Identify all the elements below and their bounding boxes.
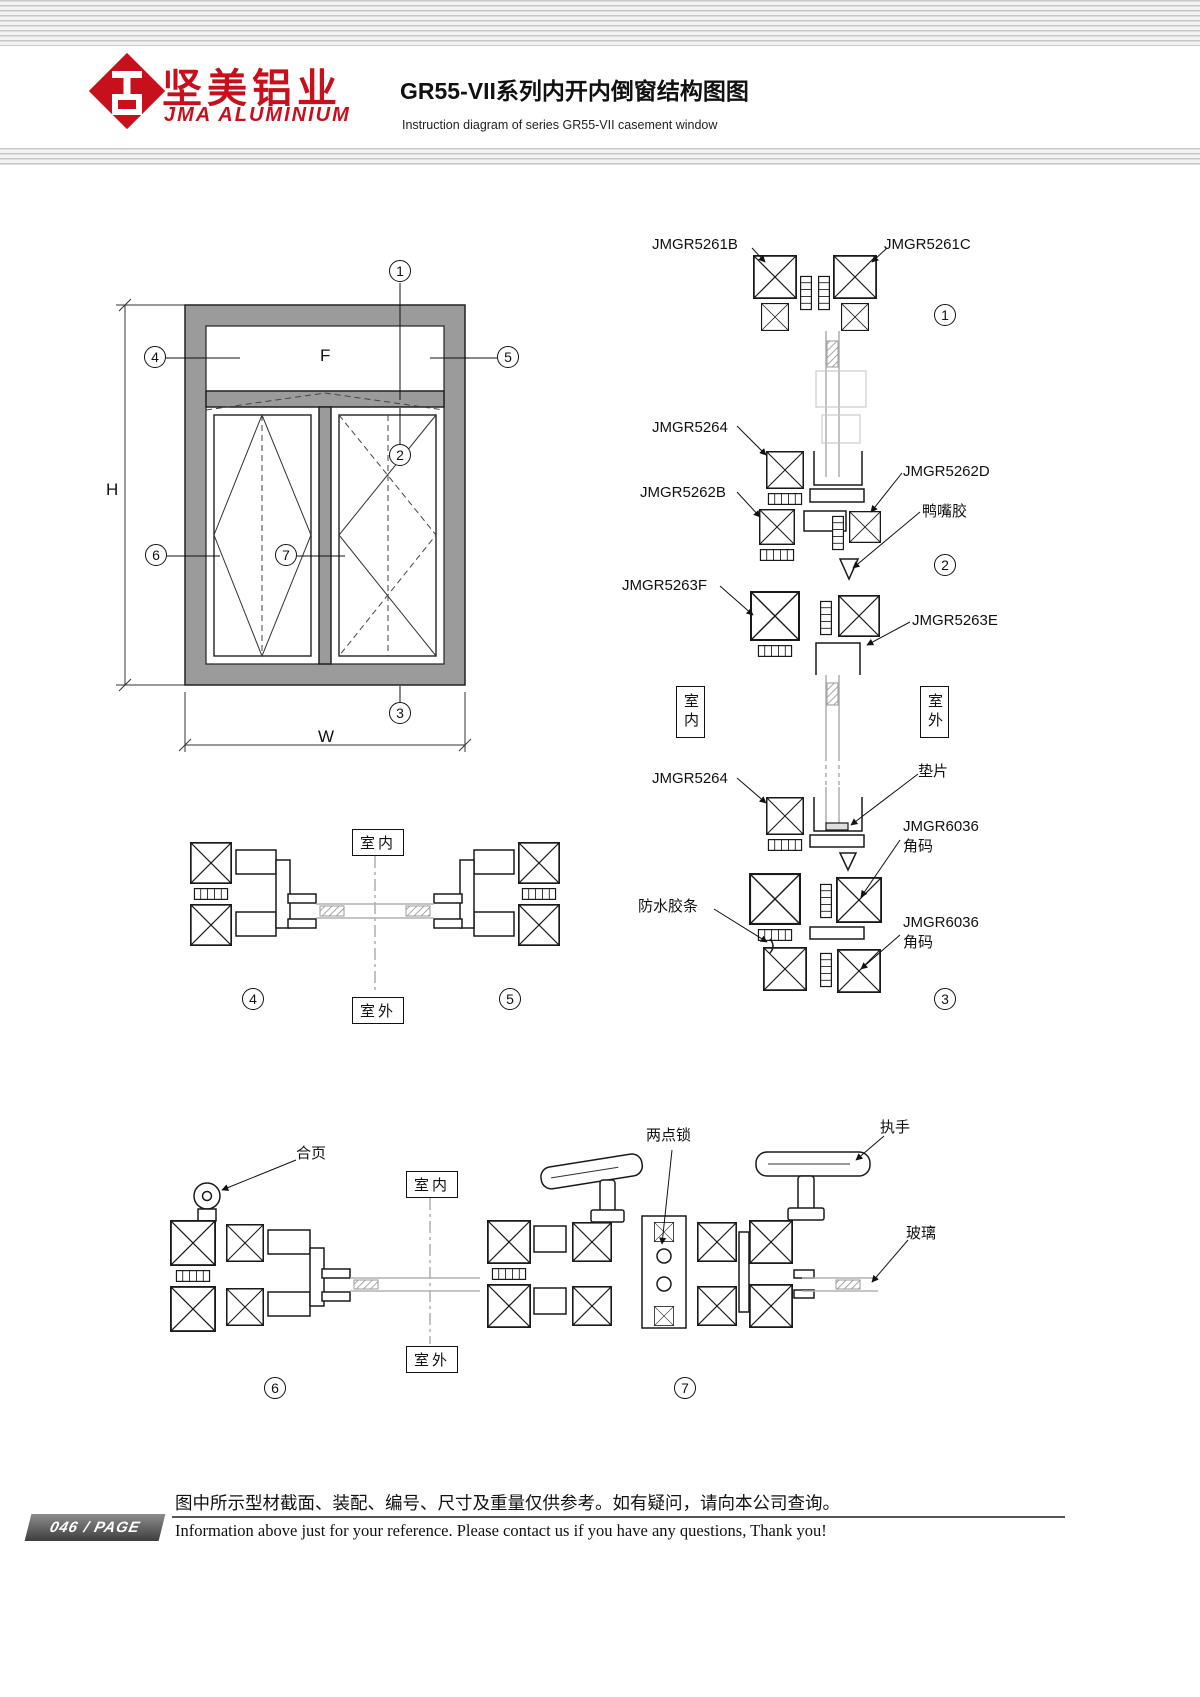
room-outside-bottom: 室外 (406, 1346, 459, 1373)
footer-note-en: Information above just for your referenc… (175, 1521, 827, 1540)
footer-note-cn: 图中所示型材截面、装配、编号、尺寸及重量仅供参考。如有疑问，请向本公司查询。 (175, 1493, 840, 1513)
section-4-profiles (189, 842, 317, 946)
label-jmgr5261c: JMGR5261C (884, 236, 971, 253)
section-1-profiles (751, 247, 888, 331)
window-frame (184, 304, 466, 686)
glass-unit-2 (825, 675, 840, 823)
top-stripe-band (0, 0, 1200, 46)
section-3-profiles (748, 797, 882, 993)
footer-divider-line (172, 1516, 1065, 1518)
section-6-profiles (169, 1220, 351, 1332)
hinge-detail (193, 1182, 221, 1222)
dimension-w-label: W (318, 727, 335, 746)
glass-mid (316, 903, 434, 919)
fixed-pane-label: F (320, 346, 331, 365)
label-jmgr5264-top: JMGR5264 (652, 419, 728, 436)
label-jmgr5262d: JMGR5262D (903, 463, 990, 480)
callout-6-elevation: 6 (145, 544, 167, 566)
section-2-profiles (749, 451, 882, 675)
page-subtitle: Instruction diagram of series GR55-VII c… (402, 118, 718, 132)
glass-left-bottom (350, 1277, 480, 1292)
page-number-badge: 046 / PAGE (24, 1514, 166, 1541)
label-waterproof-strip: 防水胶条 (638, 898, 699, 915)
callout-2-section: 2 (934, 554, 956, 576)
callout-6-section: 6 (264, 1377, 286, 1399)
bottom-label-leaders (221, 1135, 909, 1283)
dimension-lines (116, 298, 472, 752)
brand-name-en: JMA ALUMINIUM (164, 104, 351, 126)
room-inside-bottom: 室内 (406, 1171, 459, 1198)
elevation-drawing (116, 283, 497, 752)
dimension-h-label: H (106, 480, 119, 499)
label-corner-code-1: 角码 (903, 838, 934, 855)
label-jmgr5264-bottom: JMGR5264 (652, 770, 728, 787)
section-7-profiles (486, 1215, 815, 1329)
label-shim: 垫片 (918, 763, 949, 780)
label-jmgr5262b: JMGR5262B (640, 484, 726, 501)
opening-symbols (205, 392, 445, 658)
label-glass: 玻璃 (906, 1225, 937, 1242)
brand-name-cn: 坚美铝业 (162, 67, 342, 111)
main-handle (755, 1151, 871, 1221)
room-outside-section: 室外 (920, 686, 949, 738)
glass-unit-1 (815, 331, 867, 477)
page-title: GR55-VII系列内开内倒窗结构图图 (400, 78, 749, 104)
callout-5-elevation: 5 (497, 346, 519, 368)
label-jmgr5263e: JMGR5263E (912, 612, 998, 629)
label-duckbill-gasket: 鸭嘴胶 (922, 503, 968, 520)
section-label-leaders (713, 425, 921, 970)
callout-1-elevation: 1 (389, 260, 411, 282)
tilt-handle (540, 1153, 644, 1223)
label-handle: 执手 (880, 1119, 911, 1136)
label-corner-code-2: 角码 (903, 934, 934, 951)
section-5-profiles (433, 842, 561, 946)
glass-right-bottom (802, 1277, 878, 1292)
page-label: / PAGE (82, 1519, 142, 1536)
callout-4-elevation: 4 (144, 346, 166, 368)
callout-2-elevation: 2 (389, 444, 411, 466)
callout-1-section: 1 (934, 304, 956, 326)
vertical-sections-drawing (713, 247, 921, 993)
page-number: 046 (47, 1519, 81, 1536)
label-two-point-lock: 两点锁 (646, 1127, 692, 1144)
label-jmgr5263f: JMGR5263F (622, 577, 708, 594)
room-outside-mid: 室外 (352, 997, 405, 1024)
callout-7-elevation: 7 (275, 544, 297, 566)
callout-3-elevation: 3 (389, 702, 411, 724)
header-divider-stripe-band (0, 148, 1200, 165)
label-jmgr5261b: JMGR5261B (652, 236, 738, 253)
callout-5-section: 5 (499, 988, 521, 1010)
brand-logo-diamond-icon (88, 52, 166, 130)
horizontal-section-45-drawing (189, 842, 561, 992)
callout-3-section: 3 (934, 988, 956, 1010)
room-inside-mid: 室内 (352, 829, 405, 856)
room-inside-section: 室内 (676, 686, 705, 738)
label-jmgr6036-2: JMGR6036 (903, 914, 979, 931)
label-hinge: 合页 (296, 1145, 327, 1162)
callout-7-section: 7 (674, 1377, 696, 1399)
horizontal-section-67-drawing (169, 1135, 909, 1344)
label-jmgr6036-1: JMGR6036 (903, 818, 979, 835)
elevation-callout-leaders (166, 283, 497, 702)
callout-4-section: 4 (242, 988, 264, 1010)
